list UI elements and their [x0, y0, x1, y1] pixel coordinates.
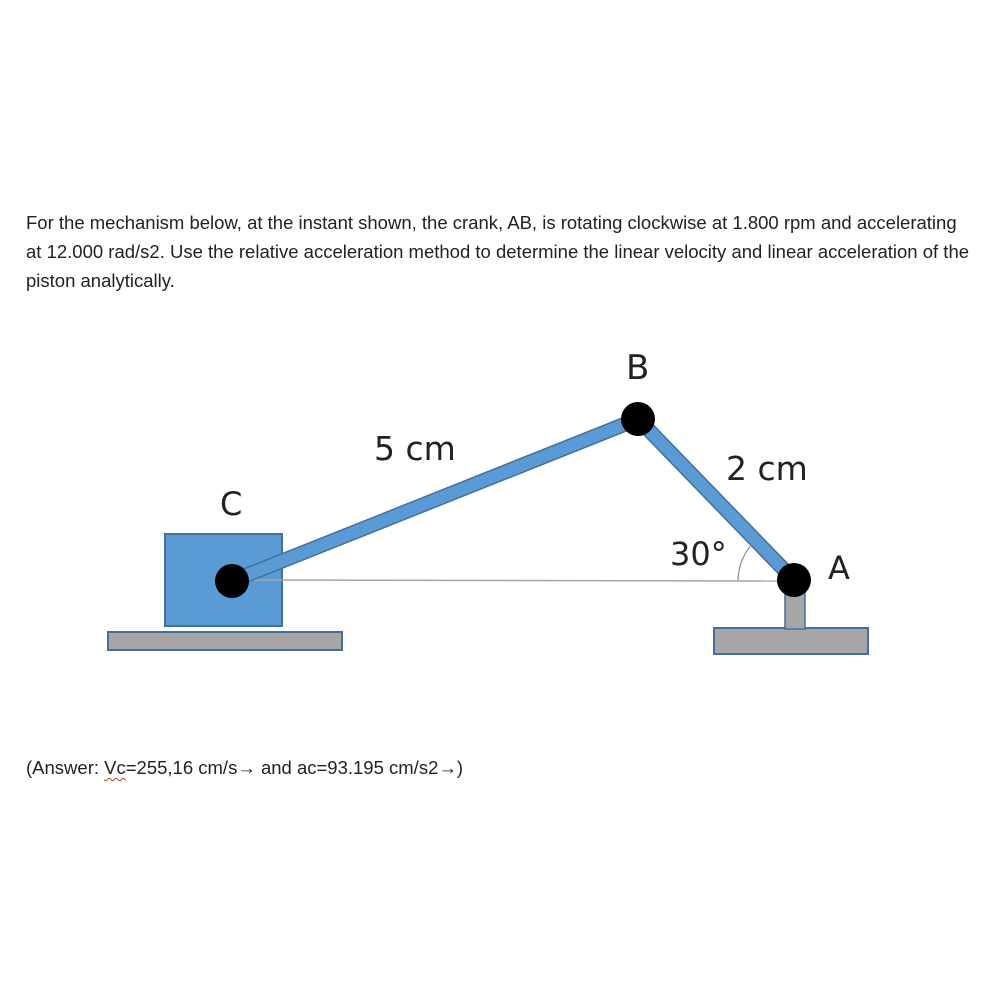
- problem-statement: For the mechanism below, at the instant …: [26, 212, 970, 291]
- pin-c: [215, 564, 249, 598]
- label-ab-length: 2 cm: [726, 449, 808, 488]
- answer-prefix: (Answer:: [26, 757, 105, 778]
- crank-ground: [713, 627, 869, 655]
- angle-arc: [737, 540, 756, 581]
- pivot-post: [784, 591, 806, 630]
- answer-vc-symbol: Vc: [104, 757, 126, 778]
- label-angle: 30°: [670, 535, 727, 573]
- piston-ground: [107, 631, 343, 651]
- answer-rest: =255,16 cm/s→ and ac=93.195 cm/s2→): [125, 757, 464, 778]
- connecting-rod-cb-fill: [229, 413, 641, 587]
- label-a: A: [828, 549, 850, 587]
- crank-ab-fill: [633, 414, 799, 585]
- pin-b: [621, 402, 655, 436]
- answer-text: (Answer: Vc=255,16 cm/s→ and ac=93.195 c…: [26, 754, 463, 782]
- label-c: C: [220, 485, 242, 523]
- label-b: B: [626, 348, 649, 388]
- label-cb-length: 5 cm: [374, 429, 456, 468]
- reference-line: [231, 579, 795, 582]
- pin-a: [777, 563, 811, 597]
